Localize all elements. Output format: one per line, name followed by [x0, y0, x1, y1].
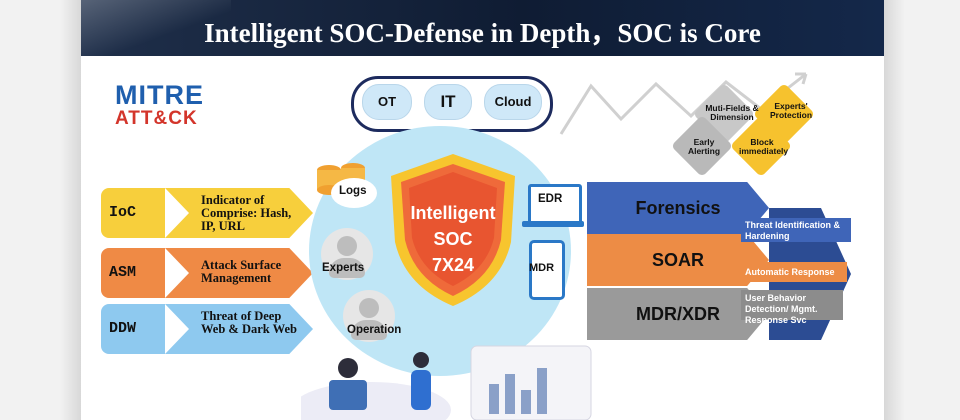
output-note-1: Threat Identification & Hardening: [745, 220, 841, 241]
input-tag: IoC Fee: [101, 188, 169, 271]
environment-group: OT IT Cloud: [351, 76, 553, 132]
soc-line-2: SOC: [433, 229, 473, 249]
input-desc: Threat of Deep Web & Dark Web: [201, 309, 297, 336]
env-it: IT: [424, 84, 472, 120]
env-ot: OT: [362, 84, 412, 120]
soc-line-1: Intelligent: [410, 203, 496, 223]
operation-avatar: [343, 290, 395, 342]
soc-center-text: Intelligent SOC 7X24: [383, 200, 523, 278]
operation-label: Operation: [347, 324, 402, 336]
note-band-3: [741, 290, 843, 320]
slide-title: Intelligent SOC-Defense in Depth，SOC is …: [204, 18, 761, 48]
capability-label-3: Early Alerting: [687, 137, 721, 156]
laptop-base: [522, 221, 584, 227]
input-desc: Indicator of Comprise: Hash, IP, URL: [201, 193, 292, 233]
title-bar: Intelligent SOC-Defense in Depth，SOC is …: [81, 0, 884, 56]
output-mdr-xdr: MDR/XDR: [587, 288, 769, 340]
output-note-2: Automatic Response: [745, 267, 835, 277]
team-illustration: [301, 345, 592, 420]
input-ioc-feed: IoC Fee Indicator of Comprise: Hash, IP,…: [101, 188, 313, 271]
env-cloud: Cloud: [484, 84, 542, 120]
input-arrow: Indicator of Comprise: Hash, IP, URL: [165, 188, 313, 238]
logs-label: Logs: [339, 185, 367, 197]
output-note-3: User Behavior Detection/ Mgmt. Response …: [745, 293, 818, 325]
capability-label-1: Muti-Fields & Dimension: [705, 103, 759, 122]
trend-arrow: [559, 72, 808, 135]
slide-shadow-right: [884, 0, 905, 420]
capability-label-2: Experts' Protection: [769, 101, 813, 120]
output-forensics: Forensics: [587, 182, 769, 234]
capability-label-4: Block immediately: [739, 137, 789, 156]
logo-line-1: MITRE: [115, 80, 204, 110]
input-asm: ASM Attack Surface Management: [101, 248, 313, 298]
mitre-attack-logo: MITRE ATT&CK: [115, 82, 204, 129]
experts-label: Experts: [322, 262, 365, 274]
input-desc: Attack Surface Management: [201, 258, 282, 285]
note-band-2: [741, 262, 847, 282]
input-arrow: Threat of Deep Web & Dark Web: [165, 304, 313, 354]
logo-line-2: ATT&CK: [115, 108, 198, 129]
mdr-label: MDR: [529, 262, 555, 274]
input-tag: ASM: [101, 248, 169, 298]
input-tag: DDW: [101, 304, 169, 354]
slide-shadow-left: [60, 0, 81, 420]
experts-avatar: [321, 228, 373, 280]
shield-icon: [391, 154, 515, 306]
edr-label: EDR: [538, 193, 563, 205]
mdr-phone-icon: [529, 240, 565, 300]
note-band-1: [741, 218, 851, 242]
soc-line-3: 7X24: [431, 255, 475, 275]
input-arrow: Attack Surface Management: [165, 248, 313, 298]
title-decoration: [81, 0, 231, 56]
slide: Intelligent SOC-Defense in Depth，SOC is …: [81, 0, 884, 420]
logs-badge: [331, 178, 377, 208]
output-soar: SOAR: [587, 234, 769, 286]
input-ddw: DDW Threat of Deep Web & Dark Web: [101, 304, 313, 354]
